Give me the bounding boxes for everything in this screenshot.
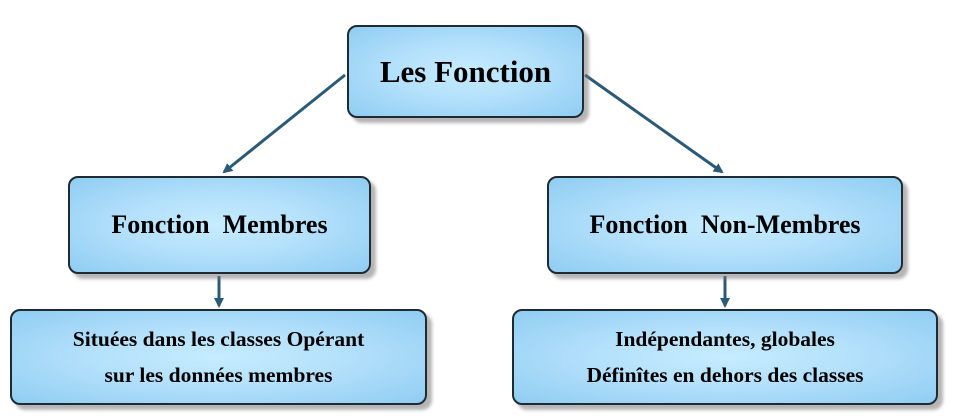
non-members-node-label: Fonction Non-Membres [589,210,861,239]
members-description-line-1: Situées dans les classes Opérant [72,327,365,351]
arrow-root-to-members [222,73,346,174]
root-node-label: Les Fonction [379,53,552,89]
non-members-description-line-2: Définîtes en dehors des classes [586,363,864,387]
root-node: Les Fonction [347,25,584,118]
members-node: Fonction Membres [68,176,371,274]
members-description-node: Situées dans les classes Opérant sur les… [10,309,427,405]
non-members-description-line-1: Indépendantes, globales [615,327,835,351]
non-members-node: Fonction Non-Membres [547,176,903,274]
arrow-root-to-non-members [584,73,724,174]
non-members-description-node: Indépendantes, globales Définîtes en deh… [512,309,938,405]
members-description-line-2: sur les données membres [104,363,333,387]
members-node-label: Fonction Membres [111,210,328,239]
